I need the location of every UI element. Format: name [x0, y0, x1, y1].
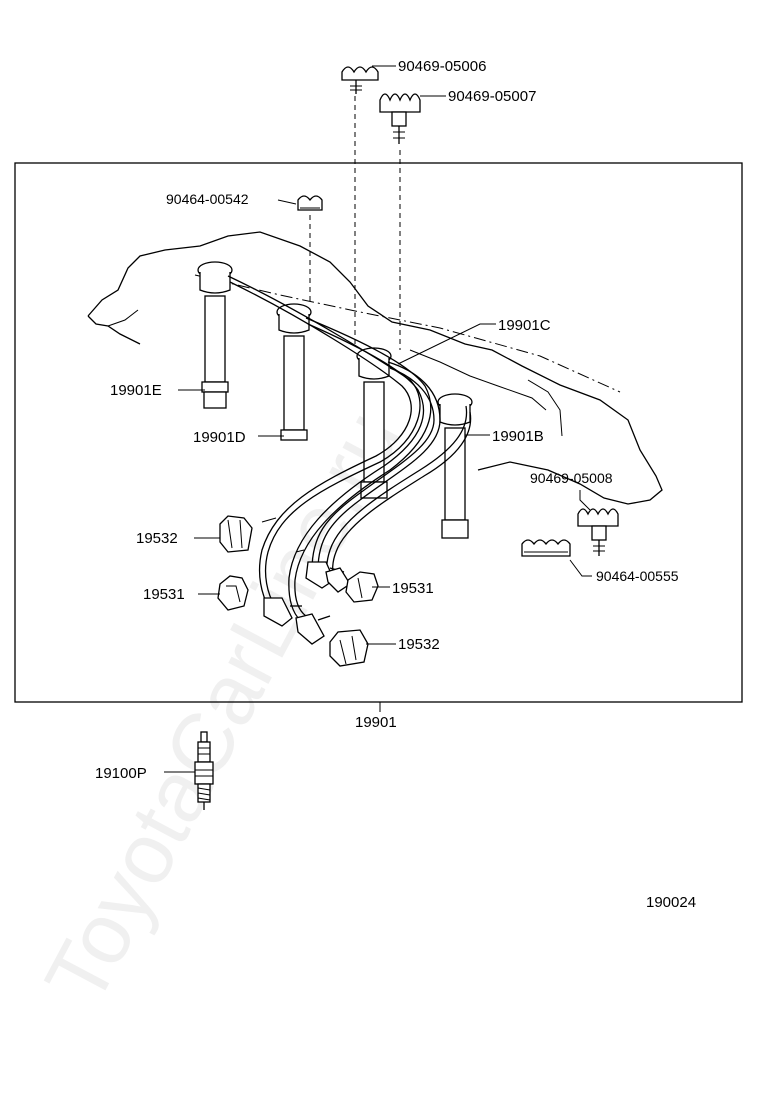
callout-19531-left: 19531: [143, 586, 185, 603]
wire-19901E-boot: [197, 261, 233, 409]
callout-19901C: 19901C: [498, 317, 551, 334]
callout-90464-00555: 90464-00555: [596, 568, 679, 584]
wire-coil-ends: [261, 517, 351, 645]
wire-19901B-boot: [437, 393, 473, 539]
callout-19901E: 19901E: [110, 382, 162, 399]
boot-19531-mid-right: [345, 571, 379, 603]
clamp-90464-00542: [297, 195, 323, 211]
callout-19901B: 19901B: [492, 428, 544, 445]
assembly-frame: [14, 162, 743, 703]
boot-19532-lower-right: [329, 629, 369, 667]
boot-19531-mid-left: [217, 575, 249, 611]
callout-19901D: 19901D: [193, 429, 246, 446]
clamp-90469-05007: [379, 93, 421, 144]
ignition-wires: [227, 275, 472, 621]
callout-19532-upper: 19532: [136, 530, 178, 547]
clamp-90464-00555: [521, 539, 571, 557]
clamp-90469-05006: [341, 66, 379, 94]
callout-19532-lower: 19532: [398, 636, 440, 653]
cylinder-head-cover: [87, 231, 663, 505]
spark-plug-19100P: [194, 731, 214, 810]
leader-lines: [164, 65, 592, 773]
callout-19100P: 19100P: [95, 765, 147, 782]
callout-90464-00542: 90464-00542: [166, 191, 249, 207]
callout-19531-right: 19531: [392, 580, 434, 597]
boot-19532-upper-left: [219, 515, 253, 553]
clamp-90469-05008: [577, 508, 619, 556]
diagram-id: 190024: [646, 894, 696, 911]
callout-90469-05007: 90469-05007: [448, 88, 536, 105]
callout-90469-05008: 90469-05008: [530, 470, 613, 486]
callout-90469-05006: 90469-05006: [398, 58, 486, 75]
wire-19901D-boot: [276, 303, 312, 441]
assembly-label: 19901: [355, 714, 397, 731]
